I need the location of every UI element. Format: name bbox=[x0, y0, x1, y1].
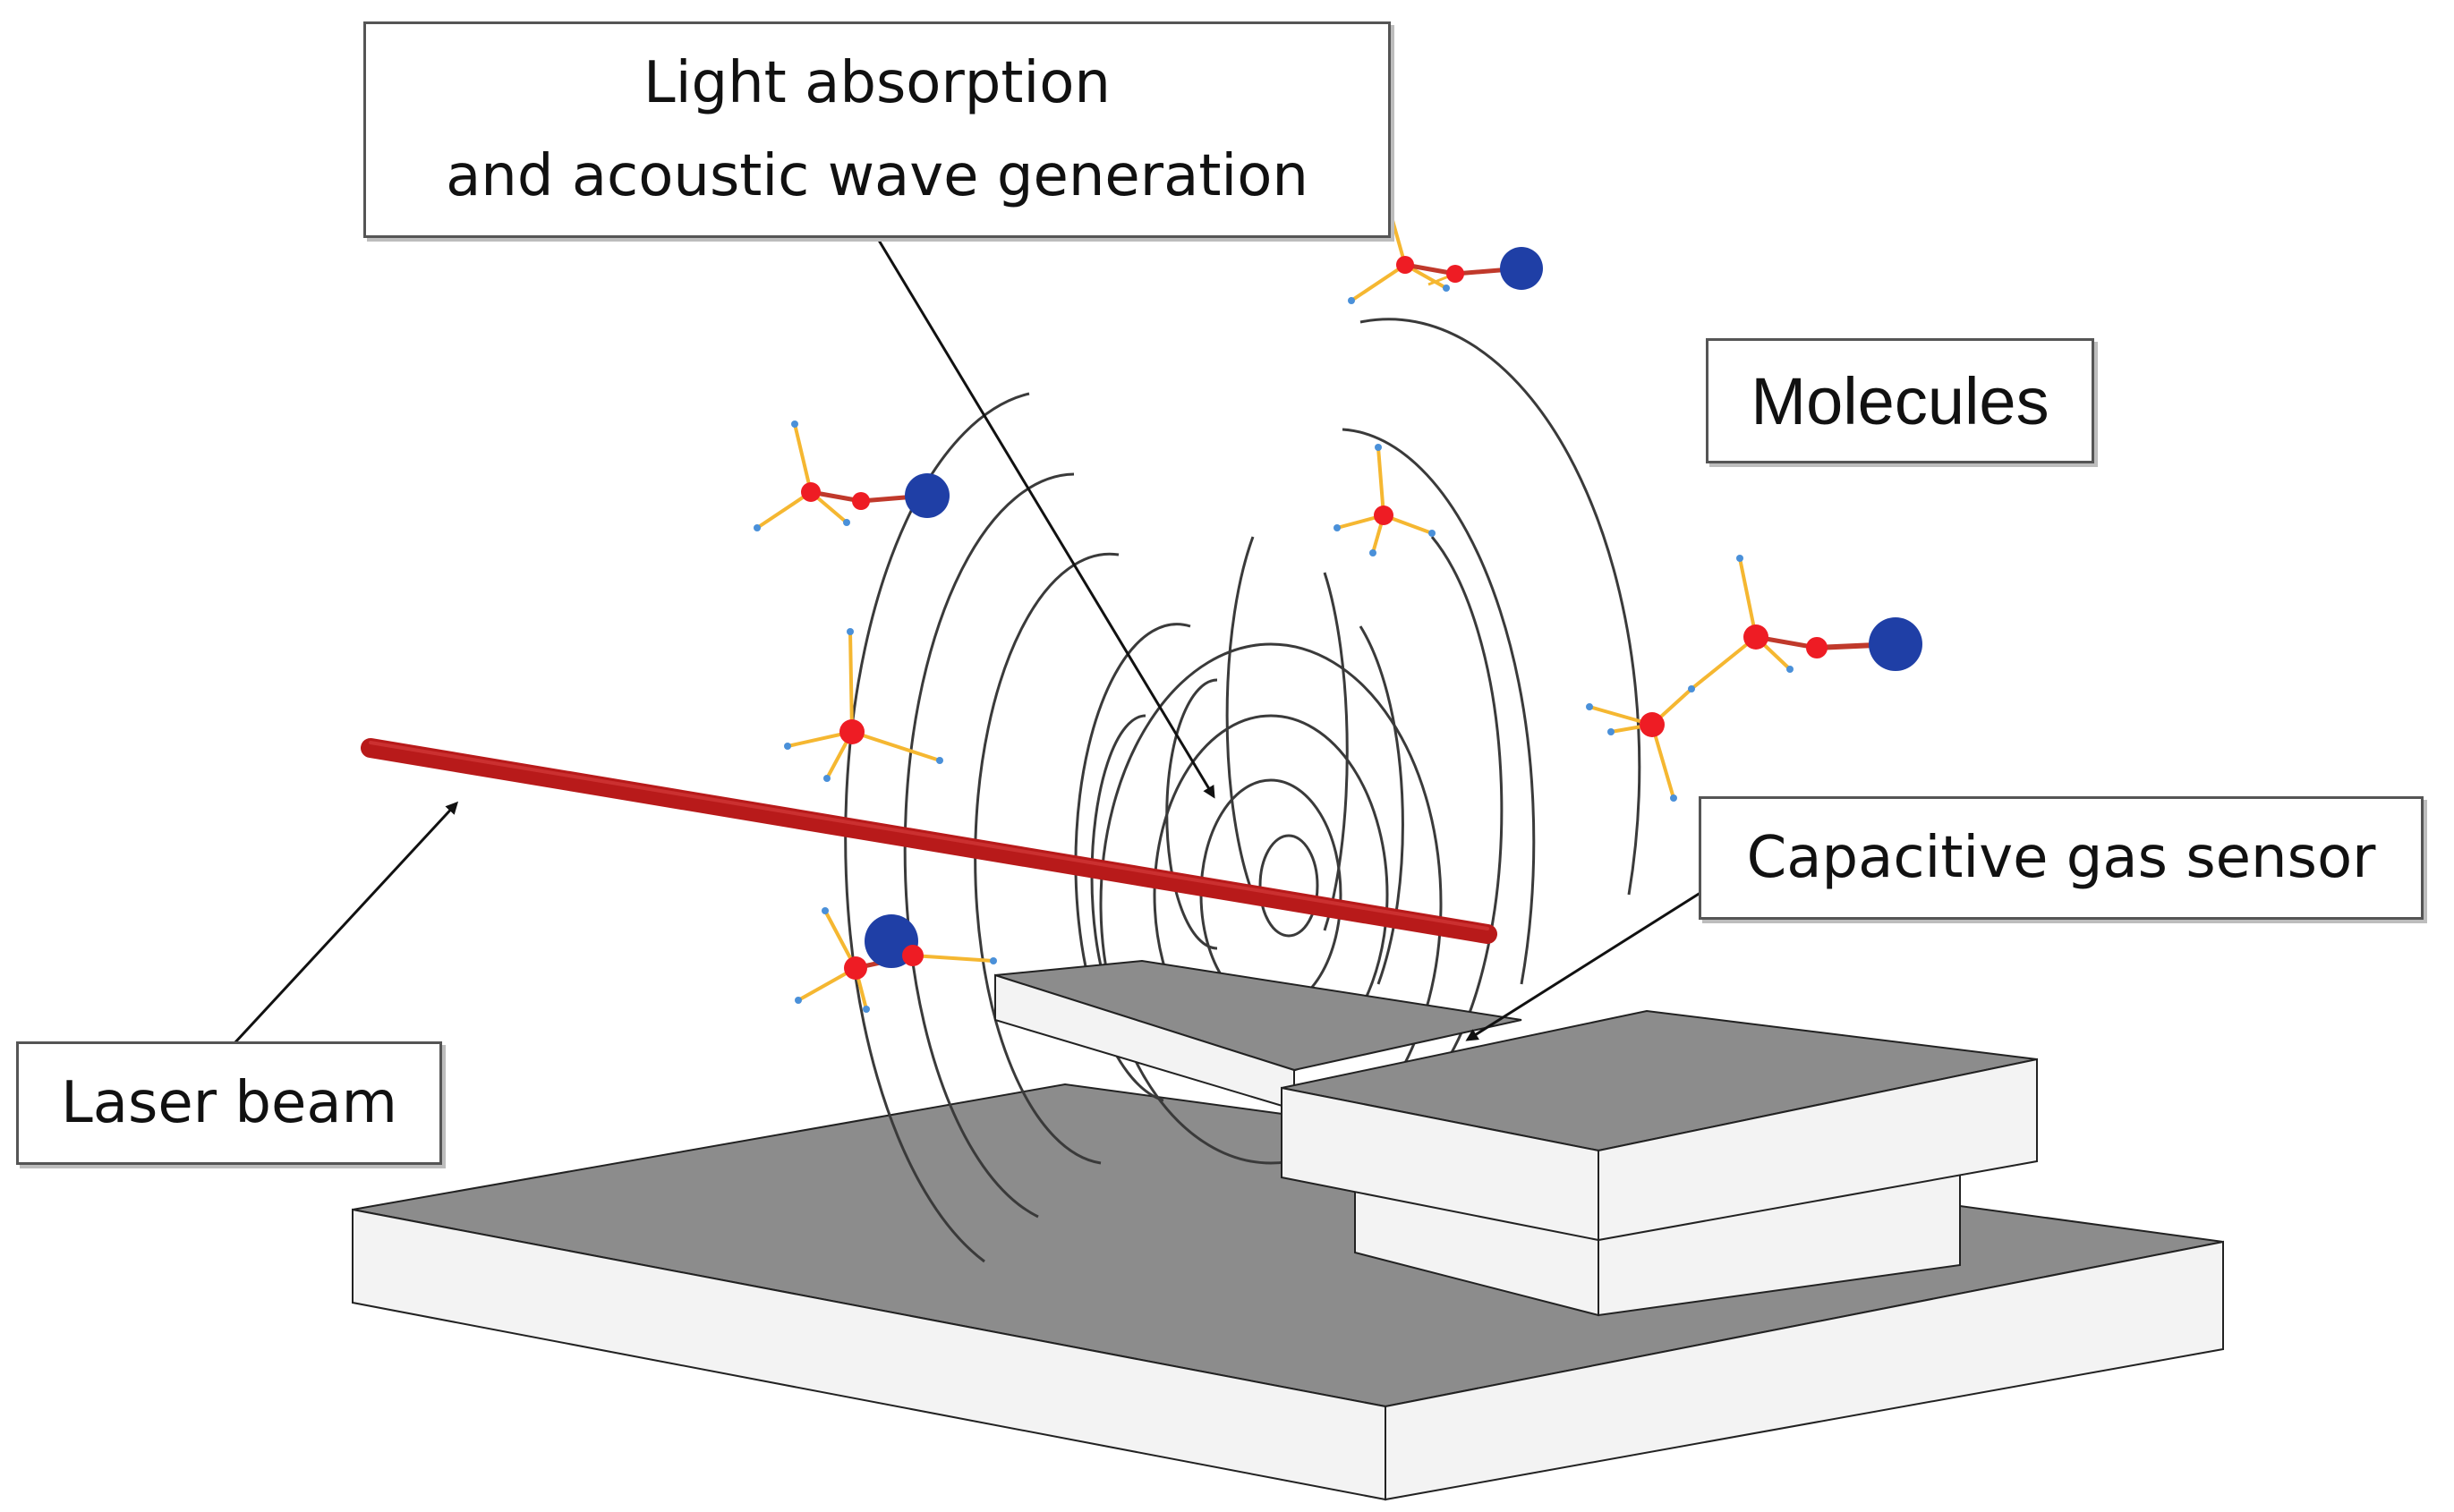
molecules-text: Molecules bbox=[1751, 363, 2049, 438]
molecules-label: Molecules bbox=[1706, 338, 2094, 463]
laser-beam-label: Laser beam bbox=[16, 1041, 442, 1165]
molecule-lower-left bbox=[795, 907, 997, 1013]
molecule-center-small bbox=[1334, 444, 1436, 556]
capacitive-gas-sensor-text: Capacitive gas sensor bbox=[1746, 825, 2376, 891]
molecule-left-middle bbox=[784, 628, 943, 782]
laser-beam bbox=[361, 738, 1497, 944]
laser-beam-text: Laser beam bbox=[61, 1070, 397, 1136]
capacitive-sensor bbox=[994, 959, 2038, 1317]
arrow-laser-beam bbox=[233, 801, 459, 1045]
substrate-base bbox=[352, 1083, 2224, 1501]
substrate-right-face bbox=[1385, 1240, 2224, 1501]
arrow-light-absorption bbox=[873, 234, 1215, 799]
light-absorption-line1: Light absorption bbox=[643, 50, 1111, 116]
upper-block-right bbox=[1598, 1058, 2038, 1242]
light-absorption-label: Light absorption and acoustic wave gener… bbox=[363, 21, 1391, 238]
molecule-right bbox=[1586, 555, 1922, 802]
light-absorption-line2: and acoustic wave generation bbox=[446, 143, 1308, 209]
capacitive-gas-sensor-label: Capacitive gas sensor bbox=[1699, 796, 2424, 920]
laser-beam-highlight bbox=[369, 741, 1489, 930]
molecule-upper-left bbox=[754, 420, 950, 531]
